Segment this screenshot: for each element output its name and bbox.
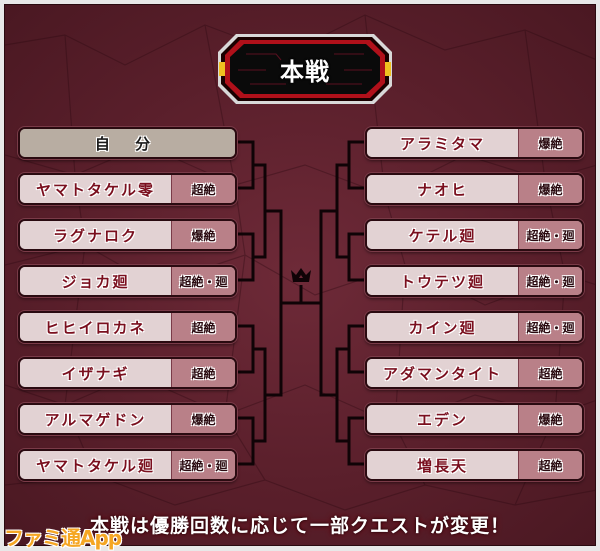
entry-name: アダマンタイト <box>367 359 518 387</box>
bracket-entry[interactable]: ラグナロク 爆絶 <box>18 219 237 251</box>
difficulty-badge: 爆絶 <box>518 405 582 433</box>
bracket-entry[interactable]: ナオヒ 爆絶 <box>365 173 584 205</box>
bracket-entry[interactable]: ヤマトタケル零 超絶 <box>18 173 237 205</box>
difficulty-badge: 超絶 <box>171 313 235 341</box>
bracket-entry[interactable]: ヒヒイロカネ 超絶 <box>18 311 237 343</box>
difficulty-badge: 超絶 <box>171 175 235 203</box>
bracket-entry[interactable]: アラミタマ 爆絶 <box>365 127 584 159</box>
entry-name: ラグナロク <box>20 221 171 249</box>
bracket-entry[interactable]: トウテツ廻 超絶・廻 <box>365 265 584 297</box>
tournament-bracket-panel: 本戦 <box>4 4 596 546</box>
entry-name: トウテツ廻 <box>367 267 518 295</box>
difficulty-badge: 爆絶 <box>518 175 582 203</box>
entry-name: ヤマトタケル零 <box>20 175 171 203</box>
bracket-entry[interactable]: ヤマトタケル廻 超絶・廻 <box>18 449 237 481</box>
difficulty-badge: 超絶 <box>171 359 235 387</box>
difficulty-badge: 爆絶 <box>171 221 235 249</box>
title-banner: 本戦 <box>216 30 394 108</box>
entry-name: 自 分 <box>20 129 235 157</box>
bracket-entry[interactable]: 増長天 超絶 <box>365 449 584 481</box>
difficulty-badge: 超絶 <box>518 359 582 387</box>
bracket-entry[interactable]: ケテル廻 超絶・廻 <box>365 219 584 251</box>
difficulty-badge: 超絶・廻 <box>518 313 582 341</box>
difficulty-badge: 超絶・廻 <box>171 451 235 479</box>
entry-name: ジョカ廻 <box>20 267 171 295</box>
entry-name: アラミタマ <box>367 129 518 157</box>
entry-name: 増長天 <box>367 451 518 479</box>
entry-name: アルマゲドン <box>20 405 171 433</box>
entry-name: ヒヒイロカネ <box>20 313 171 341</box>
entry-name: イザナギ <box>20 359 171 387</box>
footer-note: 本戦は優勝回数に応じて一部クエストが変更！ <box>89 515 510 537</box>
bracket-entry[interactable]: エデン 爆絶 <box>365 403 584 435</box>
page-title: 本戦 <box>280 57 330 86</box>
bracket-entry[interactable]: アダマンタイト 超絶 <box>365 357 584 389</box>
bracket-entry[interactable]: カイン廻 超絶・廻 <box>365 311 584 343</box>
bracket-entry[interactable]: ジョカ廻 超絶・廻 <box>18 265 237 297</box>
bracket-entry[interactable]: イザナギ 超絶 <box>18 357 237 389</box>
watermark-logo: ファミ通App <box>4 526 122 550</box>
entry-name: ナオヒ <box>367 175 518 203</box>
bracket-entry[interactable]: アルマゲドン 爆絶 <box>18 403 237 435</box>
bracket-entry-self[interactable]: 自 分 <box>18 127 237 159</box>
entry-name: エデン <box>367 405 518 433</box>
difficulty-badge: 超絶・廻 <box>518 267 582 295</box>
difficulty-badge: 超絶・廻 <box>171 267 235 295</box>
difficulty-badge: 爆絶 <box>171 405 235 433</box>
entry-name: カイン廻 <box>367 313 518 341</box>
bracket-lines <box>237 140 365 466</box>
difficulty-badge: 超絶 <box>518 451 582 479</box>
entry-name: ヤマトタケル廻 <box>20 451 171 479</box>
difficulty-badge: 超絶・廻 <box>518 221 582 249</box>
difficulty-badge: 爆絶 <box>518 129 582 157</box>
entry-name: ケテル廻 <box>367 221 518 249</box>
banner-frame <box>218 34 392 104</box>
crown-icon <box>291 268 311 282</box>
